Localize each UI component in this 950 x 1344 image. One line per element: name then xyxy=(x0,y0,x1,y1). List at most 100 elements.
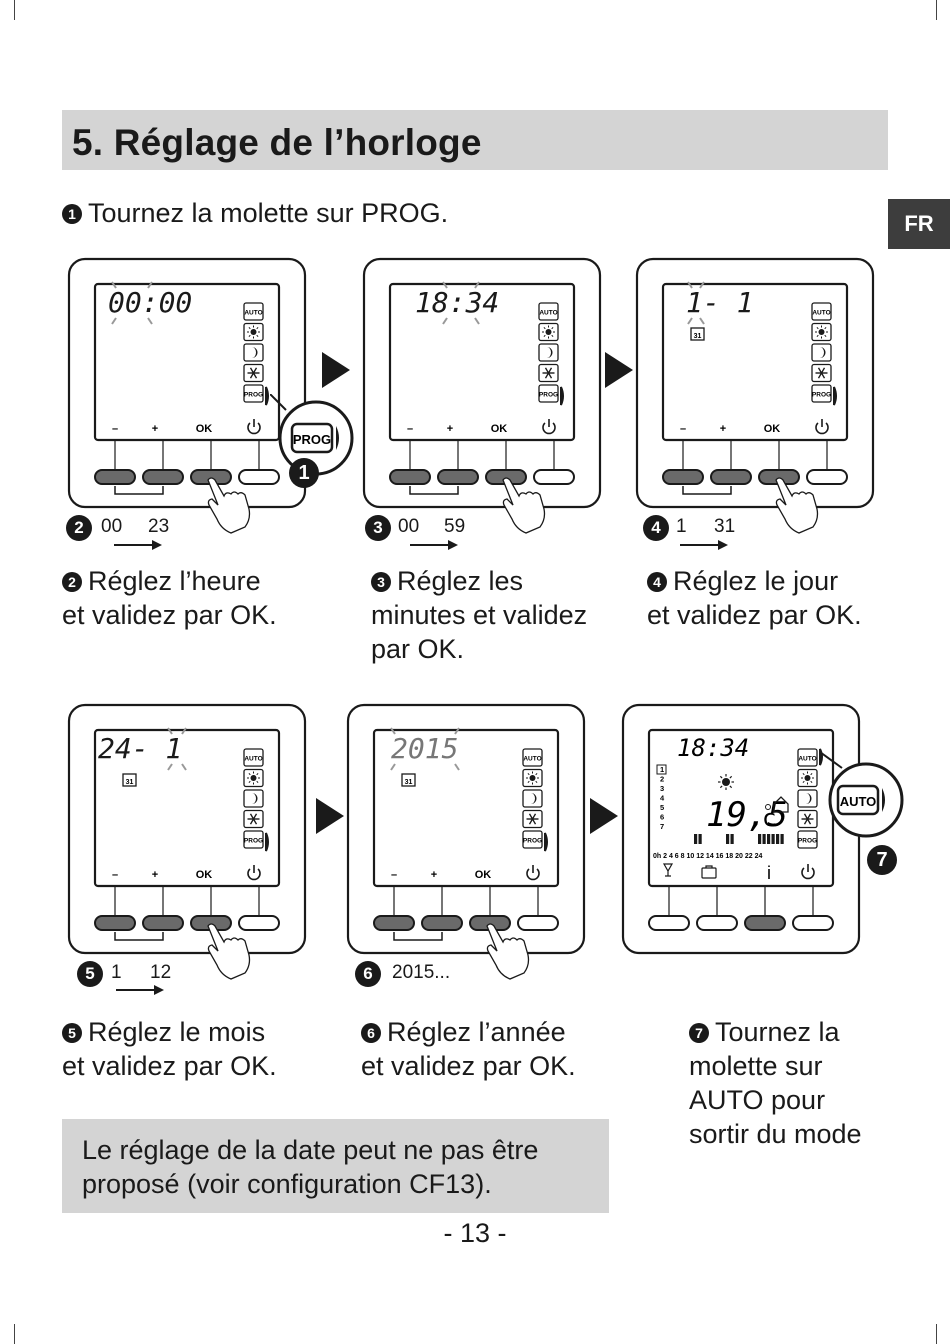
svg-text:PROG: PROG xyxy=(244,392,263,399)
button-label-plus: + xyxy=(152,423,158,435)
power-icon xyxy=(247,865,261,881)
language-tab: FR xyxy=(888,199,950,249)
minus-button[interactable] xyxy=(389,469,431,485)
finger-pointer-icon xyxy=(502,477,546,534)
minus-button[interactable] xyxy=(94,469,136,485)
section-title-bar: 5. Réglage de l’horloge xyxy=(62,110,888,170)
step-3-marker: 3 xyxy=(365,515,391,541)
svg-text:31: 31 xyxy=(405,779,413,786)
next-arrow-icon xyxy=(316,798,344,834)
lcd-temperature-unit: c xyxy=(762,804,776,832)
power-button[interactable] xyxy=(517,915,559,931)
ok-button[interactable] xyxy=(744,915,786,931)
lcd-time-hours: 00:00 xyxy=(108,286,192,319)
prog-mode-icon: PROG xyxy=(243,830,264,849)
power-button[interactable] xyxy=(792,915,834,931)
moon-icon xyxy=(243,343,264,362)
plus-button[interactable] xyxy=(421,915,463,931)
power-icon xyxy=(801,864,815,880)
auto-callout: AUTO xyxy=(820,751,904,838)
plus-button[interactable] xyxy=(696,915,738,931)
step-1-text: 1 Tournez la molette sur PROG. xyxy=(62,196,448,230)
section-title: 5. Réglage de l’horloge xyxy=(72,122,482,163)
svg-text:AUTO: AUTO xyxy=(812,310,830,317)
plus-button[interactable] xyxy=(437,469,479,485)
lcd-screen xyxy=(93,728,281,888)
house-thermometer-icon xyxy=(773,796,789,813)
prog-mode-icon: PROG xyxy=(522,830,543,849)
snowflake-icon xyxy=(811,363,832,383)
day-number: 2 xyxy=(660,775,664,784)
lcd-screen xyxy=(93,282,281,442)
plus-button[interactable] xyxy=(142,915,184,931)
day-number: 7 xyxy=(660,822,664,831)
minus-button[interactable] xyxy=(94,915,136,931)
button-label-minus: – xyxy=(407,423,413,435)
lcd-temperature: 19,5 xyxy=(706,795,788,835)
snowflake-icon xyxy=(243,809,264,829)
step-7-marker: 7 xyxy=(867,845,897,875)
power-icon xyxy=(542,419,556,435)
finger-pointer-icon xyxy=(207,477,251,534)
hour-range-start: 00 xyxy=(101,516,123,537)
suitcase-icon xyxy=(701,865,717,879)
minus-button[interactable] xyxy=(662,469,704,485)
step-number-badge: 1 xyxy=(62,204,82,224)
step-number-badge: 6 xyxy=(361,1023,381,1043)
prog-callout: PROG xyxy=(270,394,354,476)
day-number: 3 xyxy=(660,784,664,793)
day-number: 1 xyxy=(660,765,664,774)
step-number-badge: 4 xyxy=(647,572,667,592)
moon-icon xyxy=(522,789,543,808)
sun-icon xyxy=(718,774,734,790)
lcd-time-minutes: 18:34 xyxy=(415,286,499,319)
step-1-label: Tournez la molette sur PROG. xyxy=(88,198,449,228)
step-number-badge: 3 xyxy=(371,572,391,592)
step-4-marker: 4 xyxy=(643,515,669,541)
auto-mode-icon: AUTO xyxy=(243,748,264,767)
power-button[interactable] xyxy=(533,469,575,485)
plus-button[interactable] xyxy=(710,469,752,485)
lcd-screen xyxy=(661,282,849,442)
auto-mode-icon: AUTO xyxy=(811,302,832,321)
minus-button[interactable] xyxy=(373,915,415,931)
next-arrow-icon xyxy=(605,352,633,388)
crop-mark xyxy=(936,1324,937,1344)
plus-button[interactable] xyxy=(142,469,184,485)
step-1-marker: 1 xyxy=(289,458,319,488)
auto-mode-icon: AUTO xyxy=(522,748,543,767)
day-number: 5 xyxy=(660,803,664,812)
day-range-end: 31 xyxy=(714,516,736,537)
range-arrow-icon xyxy=(114,540,162,550)
moon-icon xyxy=(811,343,832,362)
calendar-icon: 31 xyxy=(690,327,705,341)
prog-mode-icon: PROG xyxy=(811,384,832,403)
power-button[interactable] xyxy=(238,915,280,931)
power-icon xyxy=(526,865,540,881)
power-button[interactable] xyxy=(806,469,848,485)
minute-range-end: 59 xyxy=(444,516,466,537)
svg-text:PROG: PROG xyxy=(812,392,831,399)
button-label-plus: + xyxy=(152,869,158,881)
svg-text:AUTO: AUTO xyxy=(244,756,262,763)
minus-button[interactable] xyxy=(648,915,690,931)
calendar-icon: 31 xyxy=(401,773,416,787)
info-icon: i xyxy=(767,863,771,883)
svg-text:PROG: PROG xyxy=(523,838,542,845)
page-number: - 13 - xyxy=(443,1218,507,1248)
prog-callout-label: PROG xyxy=(293,432,331,447)
svg-text:AUTO: AUTO xyxy=(539,310,557,317)
button-label-ok: OK xyxy=(475,869,492,881)
range-arrow-icon xyxy=(680,540,728,550)
svg-text:31: 31 xyxy=(126,779,134,786)
power-button[interactable] xyxy=(238,469,280,485)
month-range-start: 1 xyxy=(111,962,122,983)
